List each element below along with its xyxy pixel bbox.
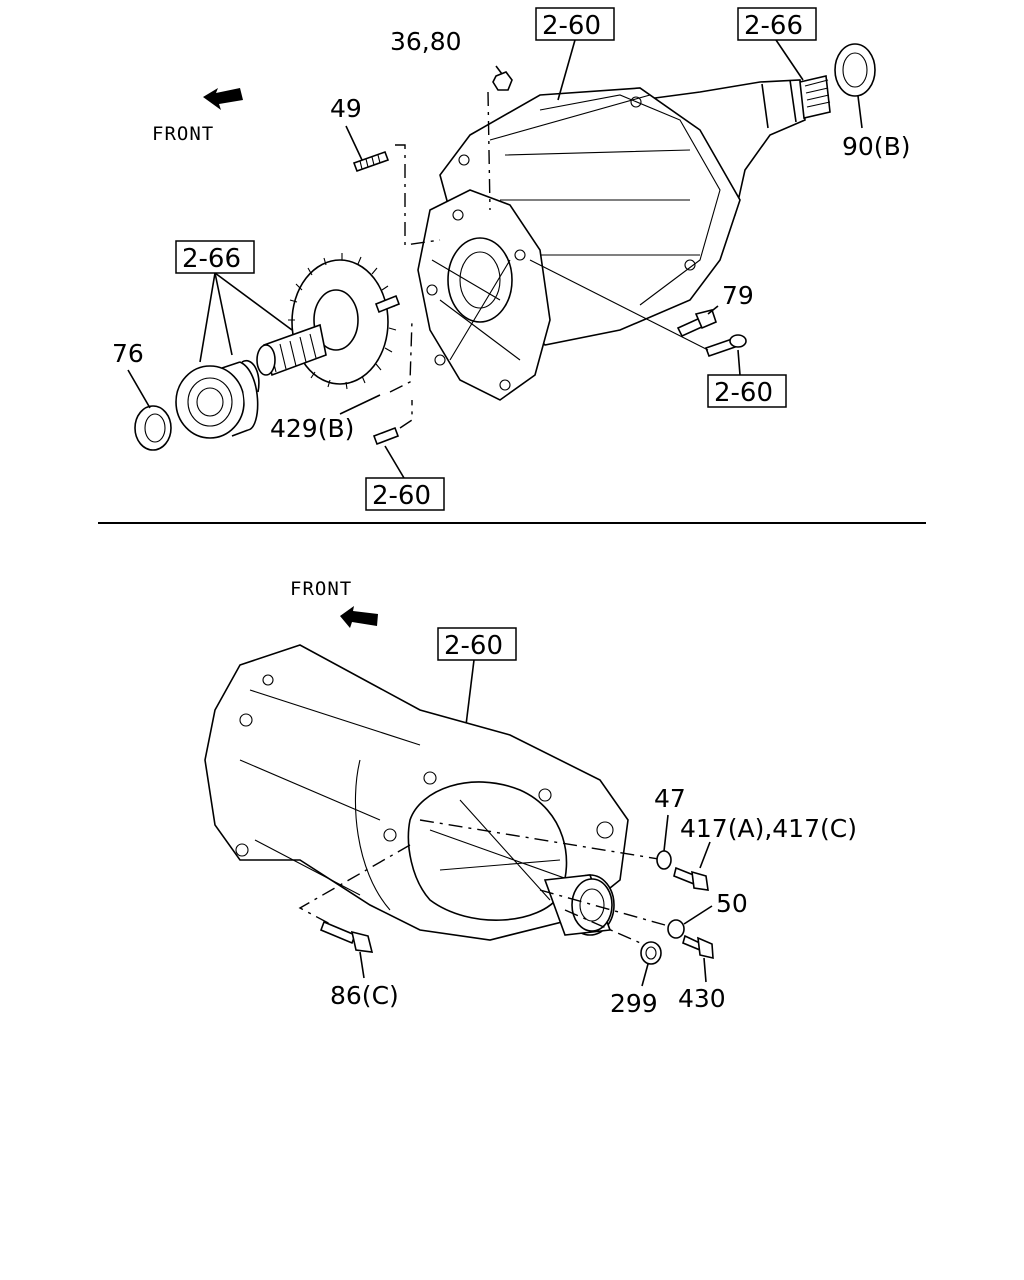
nut-36-80-icon <box>492 71 513 91</box>
stud-49-icon <box>352 150 390 173</box>
callout-430: 430 <box>678 984 726 1013</box>
callout-429b: 429(B) <box>270 414 354 443</box>
washer-299-icon <box>640 941 662 965</box>
callout-76: 76 <box>112 339 144 368</box>
ref-2-60-lower: 2-60 <box>372 481 431 511</box>
ref-box-2-66-left <box>175 240 255 274</box>
callout-90b: 90(B) <box>842 132 910 161</box>
bolt-417-icon <box>673 866 709 891</box>
dowel-pin-429b-icon <box>374 294 401 314</box>
ref-2-66-left: 2-66 <box>182 244 241 274</box>
ref-2-60-top: 2-60 <box>542 11 601 41</box>
ref-2-60-right: 2-60 <box>714 378 773 408</box>
callout-86c: 86(C) <box>330 981 399 1010</box>
callout-299: 299 <box>610 989 658 1018</box>
callout-417: 417(A),417(C) <box>680 814 857 843</box>
o-ring-50-icon <box>667 919 685 939</box>
callout-50: 50 <box>716 889 748 918</box>
ref-box-2-66-top <box>737 7 817 41</box>
o-ring-47-icon <box>656 850 672 870</box>
oil-seal-90b <box>834 43 876 97</box>
oil-seal-76 <box>134 405 172 451</box>
front-label-top: FRONT <box>152 123 214 145</box>
front-arrow-bottom-icon <box>340 606 378 628</box>
snap-ring-icon <box>241 359 260 393</box>
bolt-430-icon <box>682 934 714 960</box>
ref-2-66-top: 2-66 <box>744 11 803 41</box>
top-view: FRONT <box>112 7 910 511</box>
front-label-bottom: FRONT <box>290 578 352 600</box>
callout-49: 49 <box>330 94 362 123</box>
callout-36-80: 36,80 <box>390 27 462 56</box>
ref-box-2-60-right <box>707 374 787 408</box>
ref-box-2-60-top <box>535 7 615 41</box>
callout-79: 79 <box>722 281 754 310</box>
ref-box-2-60-bottom <box>437 627 517 661</box>
bolt-79-icon <box>676 309 717 338</box>
ref-box-2-60-lower <box>365 477 445 511</box>
front-arrow-top-icon <box>203 88 243 110</box>
transfer-case-housing-bottom <box>204 644 629 941</box>
callout-47: 47 <box>654 784 686 813</box>
bottom-view: FRONT 2-60 <box>204 578 857 1018</box>
bearing <box>175 361 259 439</box>
pin-2-60-right-icon <box>704 334 747 358</box>
transfer-case-housing-top <box>417 75 831 401</box>
input-shaft-gear <box>256 253 397 390</box>
dowel-pin-lower-icon <box>372 426 400 446</box>
bolt-86c-icon <box>319 920 374 953</box>
ref-2-60-bottom: 2-60 <box>444 631 503 661</box>
